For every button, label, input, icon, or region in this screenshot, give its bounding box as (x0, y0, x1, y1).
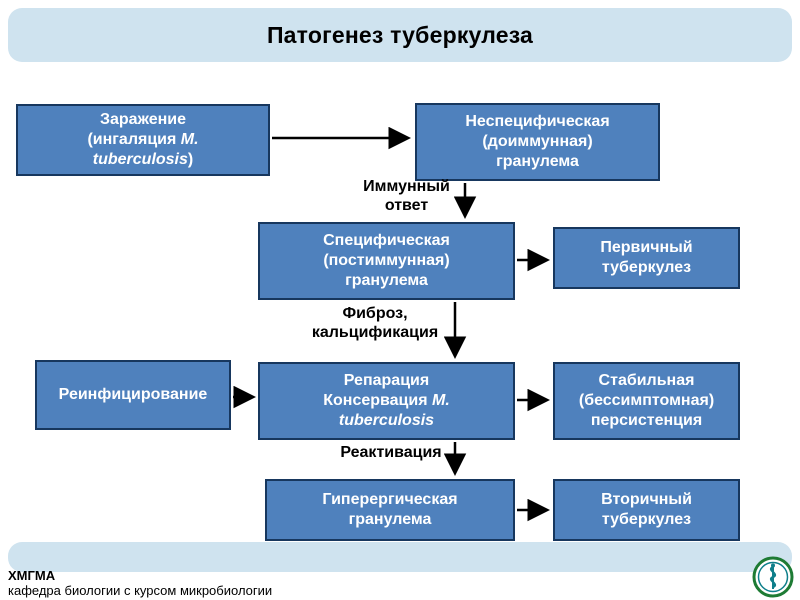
box-nonspecific-line1: Неспецифическая (465, 113, 610, 130)
box-stable-line1: Стабильная (598, 372, 695, 389)
box-reparation-line2-italic: M. tuberculosis (338, 392, 450, 429)
box-infection-line1: Заражение (99, 111, 187, 128)
box-hyperergic-line1: Гиперергическая (322, 491, 458, 508)
box-reparation-line2-pre: Консервация (323, 392, 432, 409)
box-specific-line1: Специфическая (323, 232, 450, 249)
box-infection-line2-italic: M. tuberculosis (92, 131, 199, 168)
box-hyperergic-line2: гранулема (348, 511, 432, 528)
footer-department: кафедра биологии с курсом микробиологии (8, 582, 273, 598)
box-secondary-line2: туберкулез (601, 511, 692, 528)
box-secondary-tuberculosis: Вторичный туберкулез (553, 479, 740, 541)
box-stable-line3: персистенция (590, 412, 703, 429)
box-stable-persistence: Стабильная (бессимптомная) персистенция (553, 362, 740, 440)
title-band: Патогенез туберкулеза (8, 8, 792, 62)
box-nonspecific-line2: (доиммунная) (482, 133, 593, 150)
box-reinfection: Реинфицирование (35, 360, 231, 430)
label-fibrosis-calcification: Фиброз, кальцификация (311, 305, 439, 342)
label-immune-response: Иммунный ответ (363, 178, 450, 215)
box-reparation-conservation: Репарация Консервация M. tuberculosis (258, 362, 515, 440)
box-specific-line2: (постиммунная) (323, 252, 450, 269)
footer-org: ХМГМА (8, 568, 56, 583)
box-nonspecific-granuloma: Неспецифическая (доиммунная) гранулема (415, 103, 660, 181)
box-primary-tuberculosis: Первичный туберкулез (553, 227, 740, 289)
logo-icon (752, 556, 794, 598)
box-specific-line3: гранулема (345, 272, 428, 289)
label-reactivation: Реактивация (340, 444, 442, 461)
page-title: Патогенез туберкулеза (266, 21, 534, 48)
box-reparation-line1: Репарация (343, 372, 430, 389)
box-infection-line2: (ингаляция M. tuberculosis) (44, 130, 242, 170)
box-secondary-line1: Вторичный (601, 491, 692, 508)
footer: ХМГМА кафедра биологии с курсом микробио… (8, 568, 273, 599)
box-reinfection-text: Реинфицирование (58, 386, 208, 403)
box-infection-line2-pre: (ингаляция (87, 131, 181, 148)
box-hyperergic-granuloma: Гиперергическая гранулема (265, 479, 515, 541)
box-reparation-line2: Консервация M. tuberculosis (290, 391, 483, 431)
bottom-band (8, 542, 792, 572)
box-primary-line1: Первичный (600, 239, 693, 256)
box-nonspecific-line3: гранулема (496, 153, 579, 170)
box-infection: Заражение (ингаляция M. tuberculosis) (16, 104, 270, 176)
box-infection-line2-post: ) (187, 151, 194, 168)
box-specific-granuloma: Специфическая (постиммунная) гранулема (258, 222, 515, 300)
box-primary-line2: туберкулез (601, 259, 692, 276)
box-stable-line2: (бессимптомная) (578, 392, 715, 409)
